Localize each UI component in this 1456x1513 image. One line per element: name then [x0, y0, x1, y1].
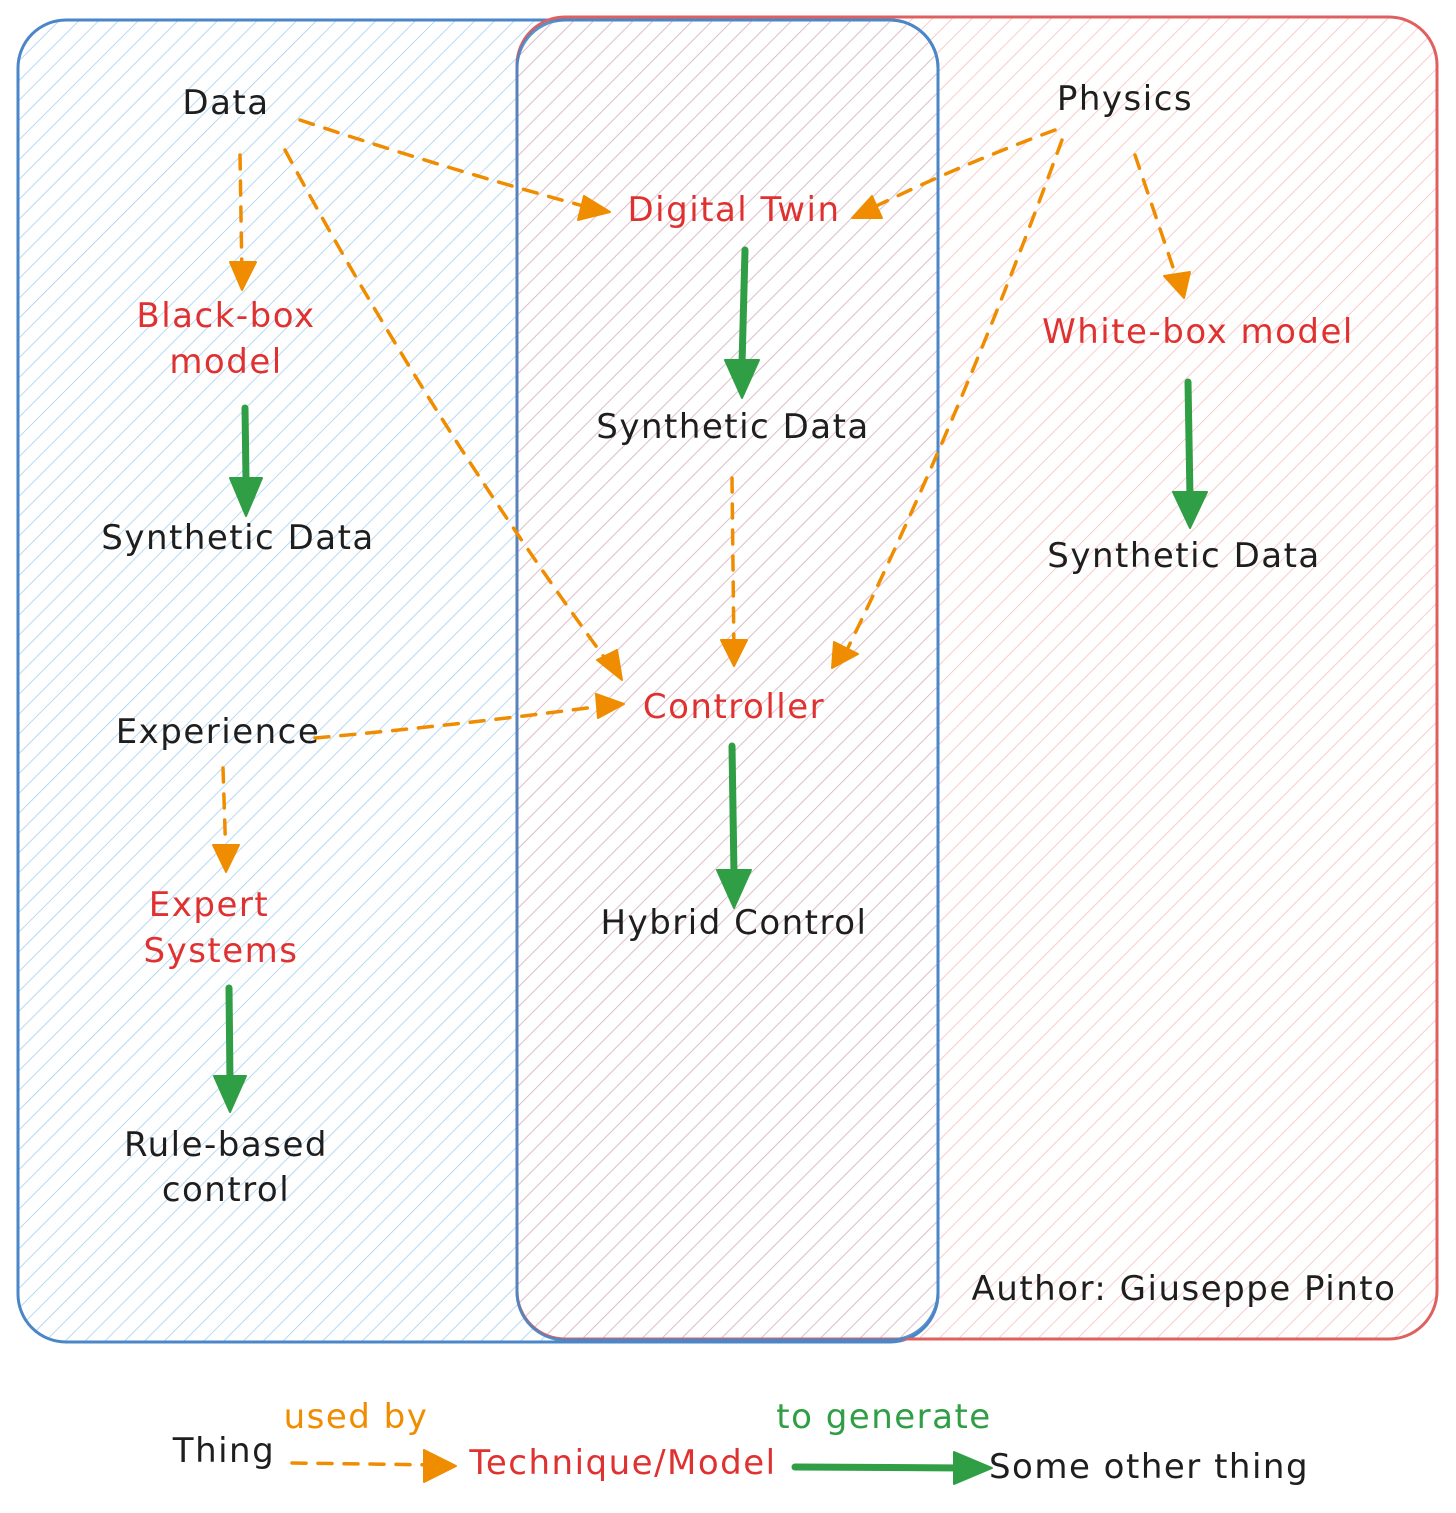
node-rule-based-line2: control [162, 1170, 290, 1210]
legend-generate-arrowhead [953, 1451, 993, 1485]
arrowhead-synthetic-middle [724, 359, 760, 399]
arrowhead-synthetic-right [1172, 491, 1208, 529]
legend-used-by: used by [284, 1397, 429, 1437]
arrowhead-digital-twin-left [577, 195, 611, 221]
arrowhead-synthetic-left [229, 477, 263, 517]
arrow-physics-to-white-box [1133, 153, 1182, 290]
node-expert-systems-line1: Expert [149, 885, 269, 925]
arrow-data-to-controller [283, 148, 614, 670]
arrowhead-controller-from-physics [831, 641, 859, 669]
legend-used-by-arrowhead [423, 1449, 457, 1483]
arrowhead-controller-from-experience [595, 693, 625, 719]
author-credit: Author: Giuseppe Pinto [972, 1269, 1397, 1309]
arrowhead-hybrid-control [716, 869, 752, 909]
node-synthetic-data-middle: Synthetic Data [596, 407, 870, 447]
arrow-experience-to-controller [313, 703, 612, 740]
legend-technique: Technique/Model [468, 1443, 776, 1483]
node-synthetic-data-left: Synthetic Data [101, 518, 375, 558]
arrowhead-controller-from-synthetic [720, 639, 748, 667]
node-digital-twin: Digital Twin [627, 190, 840, 230]
legend-generate-arrow [791, 1463, 969, 1472]
arrow-black-box-to-synthetic [241, 404, 250, 484]
node-black-box-line2: model [169, 342, 282, 382]
arrow-data-to-black-box [238, 153, 244, 280]
arrowhead-expert-systems [212, 844, 240, 873]
arrowhead-black-box [229, 261, 257, 291]
node-black-box-line1: Black-box [136, 296, 315, 336]
arrowhead-controller-from-data [596, 649, 623, 681]
legend-other-thing: Some other thing [989, 1447, 1309, 1487]
legend-thing: Thing [172, 1431, 275, 1471]
arrowhead-digital-twin-right [851, 195, 883, 219]
node-experience: Experience [116, 712, 321, 752]
arrow-synthetic-to-controller [730, 476, 736, 657]
node-white-box-model: White-box model [1042, 312, 1354, 352]
arrow-controller-to-hybrid [728, 742, 738, 879]
node-rule-based-line1: Rule-based [124, 1125, 328, 1165]
arrow-physics-to-controller [840, 138, 1064, 662]
arrowhead-rule-based [213, 1075, 247, 1113]
node-expert-systems-line2: Systems [144, 931, 299, 971]
legend-to-generate: to generate [776, 1397, 991, 1437]
arrow-expert-to-rule-based [225, 984, 234, 1086]
arrow-data-to-digital-twin [298, 118, 600, 212]
arrow-digital-twin-to-synthetic [738, 246, 749, 369]
node-data: Data [182, 83, 269, 123]
node-hybrid-control: Hybrid Control [601, 903, 868, 943]
hybrid-overlap-outline [515, 18, 940, 1342]
legend: Thing used by Technique/Model to generat… [172, 1397, 1309, 1487]
node-synthetic-data-right: Synthetic Data [1047, 536, 1321, 576]
node-controller: Controller [643, 687, 825, 727]
arrow-white-box-to-synthetic [1184, 378, 1194, 502]
arrowhead-white-box [1163, 271, 1191, 299]
arrow-physics-to-digital-twin [866, 128, 1057, 212]
node-physics: Physics [1057, 79, 1193, 119]
legend-used-by-arrow [290, 1461, 442, 1467]
